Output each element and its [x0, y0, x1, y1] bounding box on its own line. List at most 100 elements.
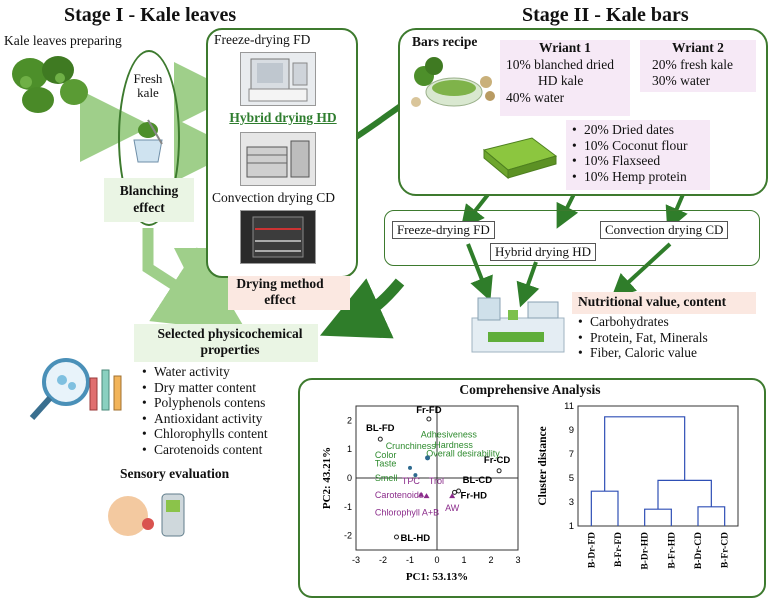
- variant1-line1: 10% blanched dried: [506, 57, 614, 72]
- sensory-evaluation-label: Sensory evaluation: [120, 466, 230, 481]
- ingredient-item: 10% Flaxseed: [572, 153, 688, 169]
- dendro-link-hd: [644, 508, 672, 526]
- dendro-y-tick-label: 3: [569, 497, 574, 508]
- variant2-line2: 30% water: [652, 73, 711, 88]
- pca-green-variable: Smell: [375, 473, 398, 483]
- physchem-list: Water activity Dry matter content Polyph…: [142, 364, 268, 457]
- variant2-box: [640, 40, 756, 92]
- pca-variable-marker: [425, 455, 431, 461]
- lab-magnifier-illustration: [29, 358, 122, 421]
- kale-preparing-label: Kale leaves preparing: [4, 33, 122, 48]
- fresh-kale-label: Fresh kale: [133, 71, 163, 100]
- pca-green-variable: Taste: [375, 458, 397, 468]
- dendro-frame: [577, 405, 739, 527]
- nutrition-item: Fiber, Caloric value: [578, 345, 708, 361]
- pca-green-variable: Color: [375, 450, 397, 460]
- pca-sample-label: Fr-HD: [461, 490, 488, 501]
- nutrition-list: Carbohydrates Protein, Fat, Minerals Fib…: [578, 314, 708, 361]
- pca-sample-point: [377, 436, 383, 442]
- freeze-drying-label: Freeze-drying FD: [214, 32, 311, 47]
- stage1-title: Stage I - Kale leaves: [64, 4, 237, 26]
- pca-sample-label: BL-CD: [463, 475, 493, 486]
- physchem-title: Selected physicochemical properties: [157, 326, 303, 357]
- pca-purple-variable: Carotenoids: [375, 490, 424, 500]
- dendro-y-tick-label: 1: [569, 521, 574, 532]
- dendro-leaf-label: B-Fr-HD: [667, 532, 677, 569]
- pca-y-axis-label: PC2: 43.21%: [321, 447, 333, 509]
- dendro-y-axis-label: Cluster distance: [537, 426, 549, 505]
- variant1-title: Wriant 1: [539, 40, 591, 55]
- pca-triangle-marker: [418, 491, 425, 497]
- pca-x-tick-label: -1: [406, 555, 414, 565]
- nutrition-title: Nutritional value, content: [578, 294, 727, 309]
- freeze-dryer-image: [240, 52, 316, 106]
- variant1-line2: HD kale: [538, 73, 584, 88]
- physchem-item: Carotenoids content: [142, 442, 268, 458]
- pca-x-tick-label: 1: [461, 555, 466, 565]
- pca-sample-point: [496, 468, 502, 474]
- dendro-leaf-label: B-Dr-CD: [694, 532, 704, 569]
- pca-purple-variable: TPC: [402, 476, 421, 486]
- pca-x-tick-label: 3: [515, 555, 520, 565]
- bar-freeze-drying-label: Freeze-drying FD: [392, 221, 495, 239]
- pca-sample-point: [456, 488, 462, 494]
- dendro-y-tick-label: 5: [569, 473, 574, 484]
- pca-x-axis-label: PC1: 53.13%: [406, 571, 468, 583]
- physchem-item: Dry matter content: [142, 380, 268, 396]
- pca-green-variable: Crunchiness: [386, 441, 437, 451]
- convection-dryer-image: [240, 210, 316, 264]
- pca-triangle-marker: [423, 493, 430, 499]
- pca-purple-variable: Trol: [429, 476, 444, 486]
- physchem-item: Antioxidant activity: [142, 411, 268, 427]
- physchem-item: Polyphenols contens: [142, 395, 268, 411]
- pca-y-tick-label: -2: [344, 531, 352, 541]
- hybrid-dryer-image: [240, 132, 316, 186]
- pca-sample-point: [426, 416, 432, 422]
- bar-convection-drying-label: Convection drying CD: [600, 221, 729, 239]
- pca-y-tick-label: 0: [347, 473, 352, 483]
- pca-y-tick-label: 1: [347, 444, 352, 454]
- pca-variable-marker: [413, 473, 418, 478]
- ingredients-list: 20% Dried dates 10% Coconut flour 10% Fl…: [572, 122, 688, 184]
- variant1-line3: 40% water: [506, 90, 565, 105]
- blanching-pot-icon: [133, 119, 163, 163]
- dendro-link-root: [604, 416, 686, 492]
- nutrition-item: Carbohydrates: [578, 314, 708, 330]
- arrow-blanching-to-props: [142, 228, 247, 332]
- pca-x-tick-label: -2: [379, 555, 387, 565]
- fresh-kale-ellipse: [118, 50, 180, 226]
- pca-purple-variable: AW: [445, 503, 460, 513]
- blanching-effect-label: Blanching effect: [119, 183, 179, 215]
- pca-x-tick-label: 0: [434, 555, 439, 565]
- pca-sample-label: BL-FD: [366, 423, 395, 434]
- pca-sample-label: Fr-FD: [416, 405, 441, 416]
- variant2-title: Wriant 2: [672, 40, 724, 55]
- pca-sample-point: [394, 534, 399, 540]
- nutrition-item: Protein, Fat, Minerals: [578, 330, 708, 346]
- pca-sample-label: Fr-CD: [484, 455, 511, 466]
- pca-y-tick-label: -1: [344, 502, 352, 512]
- pca-x-tick-label: -3: [352, 555, 360, 565]
- pca-y-tick-label: 2: [347, 415, 352, 425]
- analysis-title: Comprehensive Analysis: [459, 382, 601, 397]
- dendro-y-tick-label: 9: [569, 425, 574, 436]
- arrow-bars-to-props: [319, 278, 405, 339]
- variant1-box: [500, 40, 630, 116]
- pca-green-variable: Hardness: [434, 440, 473, 450]
- pca-purple-variable: Chlorophyll A+B: [375, 507, 439, 517]
- pca-green-variable: Overall desirability: [426, 448, 500, 458]
- dendro-leaf-label: B-Fr-CD: [721, 532, 731, 568]
- dendro-link-fd: [590, 490, 619, 526]
- sensory-illustration: [108, 493, 185, 537]
- convection-drying-label: Convection drying CD: [212, 190, 335, 205]
- kale-leaves-image: [12, 56, 88, 113]
- pca-sample-point: [452, 489, 458, 495]
- pca-triangle-marker: [449, 493, 456, 499]
- dendro-y-tick-label: 11: [564, 401, 574, 412]
- pca-x-tick-label: 2: [488, 555, 493, 565]
- bar-drying-methods-frame: [384, 210, 760, 266]
- dendro-link-hd-cd: [657, 479, 712, 510]
- bar-hybrid-drying-label: Hybrid drying HD: [490, 243, 597, 261]
